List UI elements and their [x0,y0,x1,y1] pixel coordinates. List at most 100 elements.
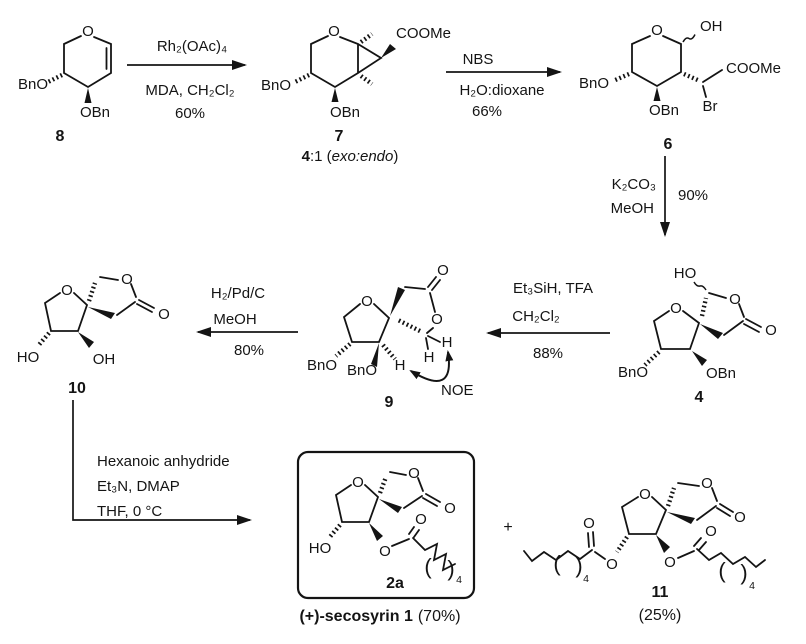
c9-bonds [342,276,441,350]
c10-number: 10 [68,380,86,397]
c11-furan-o-label: O [639,486,651,503]
c11-lactone-o-label: O [701,475,713,492]
c9-h-label-b: H [424,349,435,366]
c10-hash-bonds [36,282,98,348]
c7-number: 7 [335,128,344,145]
c2a-chain-paren-open: ( [424,554,432,579]
step6-reagent-3: THF, 0 °C [97,503,162,520]
c7-ring-o-label: O [328,23,340,40]
c4-bno-label: BnO [618,364,648,381]
c6-obn-label: OBn [649,102,679,119]
compound-11: O O O O O O O ( ) 4 ( ) 4 11 (25%) [523,475,766,624]
c7-obn-label: OBn [330,104,360,121]
c8-bno-label: BnO [18,76,48,93]
step4-yield: 88% [533,345,563,362]
c6-squiggle-bond-oh [682,34,696,43]
c7-ratio-close: ) [393,148,398,165]
step1-reagent-above: Rh₂(OAc)₄ [157,38,227,55]
compound-6: O OH COOMe Br BnO OBn 6 [579,18,781,153]
c4-obn-label: OBn [706,365,736,382]
c9-number: 9 [385,394,394,411]
c11-bonds [587,482,734,560]
c9-h-label-c: H [395,357,406,374]
compound-8: O BnO OBn 8 [18,23,112,145]
c7-bno-label: BnO [261,77,291,94]
c9-wedge-bonds [371,287,405,367]
c2a-product-box [296,450,476,600]
c7-wedge-bonds [331,44,396,102]
c2a-bonds [334,471,441,547]
step3-reagent-2: MeOH [611,200,654,217]
step5-reagent-1: H₂/Pd/C [211,285,265,302]
c11-left-paren-open: ( [553,551,561,576]
c9-bno-left-label: BnO [307,357,337,374]
compound-9: O O O H H H BnO BnO NOE 9 [307,262,474,411]
c11-hash-bonds [615,487,677,554]
c4-carbonyl-o-label: O [765,322,777,339]
c11-number: 11 [652,584,669,601]
c6-br-label: Br [703,98,718,115]
c2a-chain-paren-close: ) [447,556,454,581]
c9-hash-bonds [334,318,421,361]
c6-ring-o-label: O [651,22,663,39]
c6-bno-label: BnO [579,75,609,92]
c8-number: 8 [56,128,65,145]
compound-2a: O O O HO O O ( ) 4 2a (+)-secosyrin 1(70… [296,450,476,625]
step4-reagent-1: Et₃SiH, TFA [513,280,593,297]
c2a-lactone-o-label: O [408,465,420,482]
c9-lactone-o-label: O [431,311,443,328]
c2a-furan-o-label: O [352,474,364,491]
c2a-chain-subscript: 4 [456,574,462,586]
step5-reagent-2: MeOH [213,311,256,328]
c8-ring-bonds [63,35,112,89]
step5-yield: 80% [234,342,264,359]
step2-yield: 66% [472,103,502,120]
c11-ester-right-carbonyl-o-label: O [705,523,717,540]
step6: Hexanoic anhydride Et₃N, DMAP THF, 0 °C [72,400,252,525]
c10-lactone-o-label: O [121,271,133,288]
c8-hash-bond-bno [47,73,63,84]
c6-wedge-bond-obn [653,87,661,101]
c10-ho-label: HO [17,349,40,366]
c9-noe-label: NOE [441,382,474,399]
c2a-ester-o-label: O [379,543,391,560]
step1-yield: 60% [175,105,205,122]
c7-ratio-italic: exo:endo [332,148,394,165]
compound-4: HO O O O BnO OBn 4 [618,265,777,406]
c8-ring-o-label: O [82,23,94,40]
c11-hexanoyl-chains [523,548,766,569]
step4: Et₃SiH, TFA CH₂Cl₂ 88% [486,280,610,362]
c8-obn-label: OBn [80,104,110,121]
c6-ring-bonds [631,35,723,98]
step6-reagent-2: Et₃N, DMAP [97,478,180,495]
c11-right-paren-close: ) [740,560,747,585]
c2a-carbonyl-o-label: O [444,500,456,517]
plus-sign: + [503,519,512,536]
c4-number: 4 [695,389,704,406]
c11-carbonyl-o-label: O [734,509,746,526]
c11-yield: (25%) [639,607,682,624]
c11-ester-left-o-label: O [606,556,618,573]
c4-wedge-bonds [692,324,723,366]
c9-bno-right-label: BnO [347,362,377,379]
c6-hash-bonds [612,71,701,84]
c6-number: 6 [664,136,673,153]
c7-ratio-mid: :1 ( [310,148,332,165]
c7-ring-bonds [310,35,383,89]
c11-left-paren-close: ) [575,553,582,578]
step4-reagent-2: CH₂Cl₂ [512,308,560,325]
c4-squiggle-bond-ho [693,281,707,291]
c4-lactone-o-label: O [729,291,741,308]
c2a-caption-yield: (70%) [418,608,461,625]
c4-bonds [652,292,762,350]
c2a-hexanoyl-chain [412,537,456,572]
c2a-number: 2a [386,575,404,592]
c6-coome-label: COOMe [726,60,781,77]
c10-bonds [43,276,155,332]
c4-furan-o-label: O [670,300,682,317]
c2a-ho-label: HO [309,540,332,557]
step3-reagent-1: K₂CO₃ [612,176,656,193]
step6-arrow [72,400,252,525]
step2-reagent-above: NBS [463,51,494,68]
